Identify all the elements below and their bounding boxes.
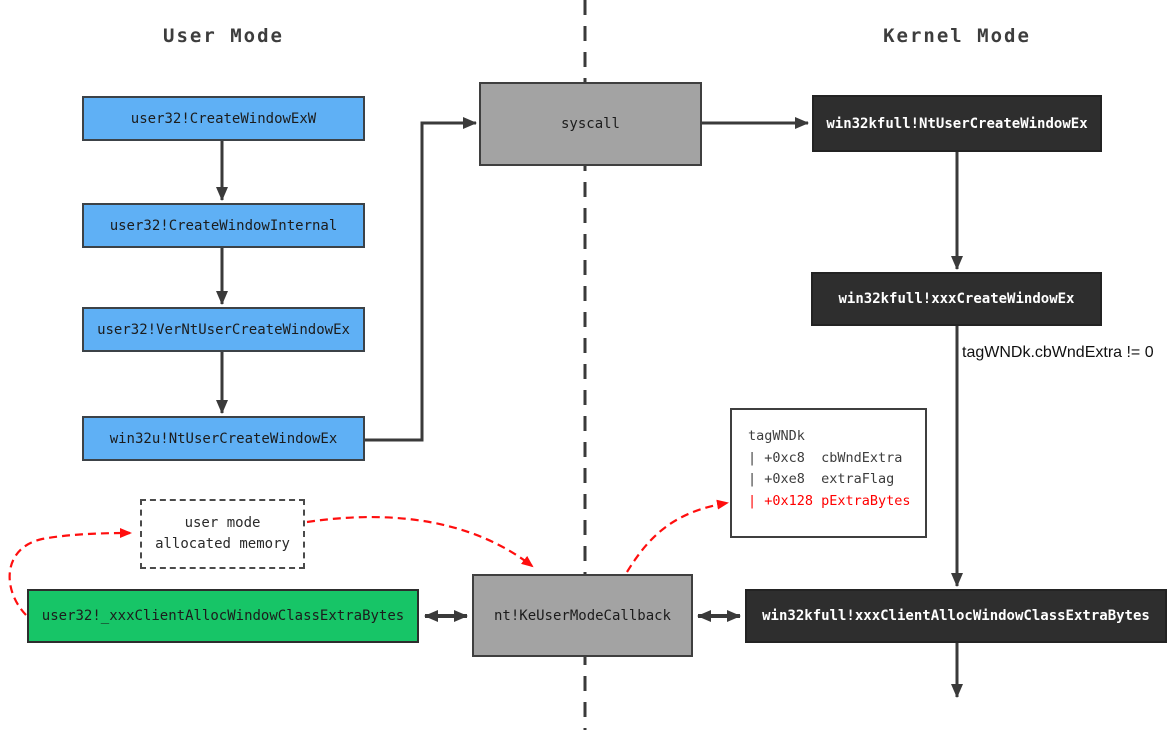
struct-tagwndk-box: tagWNDk | +0xc8 cbWndExtra | +0xe8 extra… xyxy=(730,408,927,538)
memory-line-2: allocated memory xyxy=(155,536,290,552)
node-user-mode-allocated-memory: user mode allocated memory xyxy=(140,499,305,569)
node-win32kfull-ntusercreatewindowex: win32kfull!NtUserCreateWindowEx xyxy=(812,95,1102,152)
arrow-win32u-to-syscall xyxy=(365,117,477,442)
node-nt-keusermodecallback: nt!KeUserModeCallback xyxy=(472,574,693,657)
user-mode-title: User Mode xyxy=(163,25,284,47)
memory-line-1: user mode xyxy=(184,515,261,531)
struct-field-extraflag: | +0xe8 extraFlag xyxy=(748,471,895,487)
node-user32-verntusercreatewindowex: user32!VerNtUserCreateWindowEx xyxy=(82,307,365,352)
struct-title: tagWNDk xyxy=(748,428,805,444)
node-user32-xxxclientallocwindowclassextrabytes: user32!_xxxClientAllocWindowClassExtraBy… xyxy=(27,589,419,643)
node-win32kfull-xxxcreatewindowex: win32kfull!xxxCreateWindowEx xyxy=(811,272,1102,326)
node-win32u-ntusercreatewindowex: win32u!NtUserCreateWindowEx xyxy=(82,416,365,461)
kernel-mode-title: Kernel Mode xyxy=(883,25,1031,47)
node-syscall: syscall xyxy=(479,82,702,166)
red-arrow-memory-to-callback xyxy=(306,515,534,568)
node-win32kfull-xxxclientallocwindowclassextrabytes: win32kfull!xxxClientAllocWindowClassExtr… xyxy=(745,589,1167,643)
node-user32-createwindowexw: user32!CreateWindowExW xyxy=(82,96,365,141)
struct-field-cbwndextra: | +0xc8 cbWndExtra xyxy=(748,449,903,466)
condition-label: tagWNDk.cbWndExtra != 0 xyxy=(962,344,1154,361)
node-user32-createwindowinternal: user32!CreateWindowInternal xyxy=(82,203,365,248)
red-arrow-alloc-to-memory xyxy=(8,528,132,616)
struct-field-pextrabytes: | +0x128 pExtraBytes xyxy=(748,492,911,509)
red-arrow-callback-to-struct xyxy=(626,499,729,573)
